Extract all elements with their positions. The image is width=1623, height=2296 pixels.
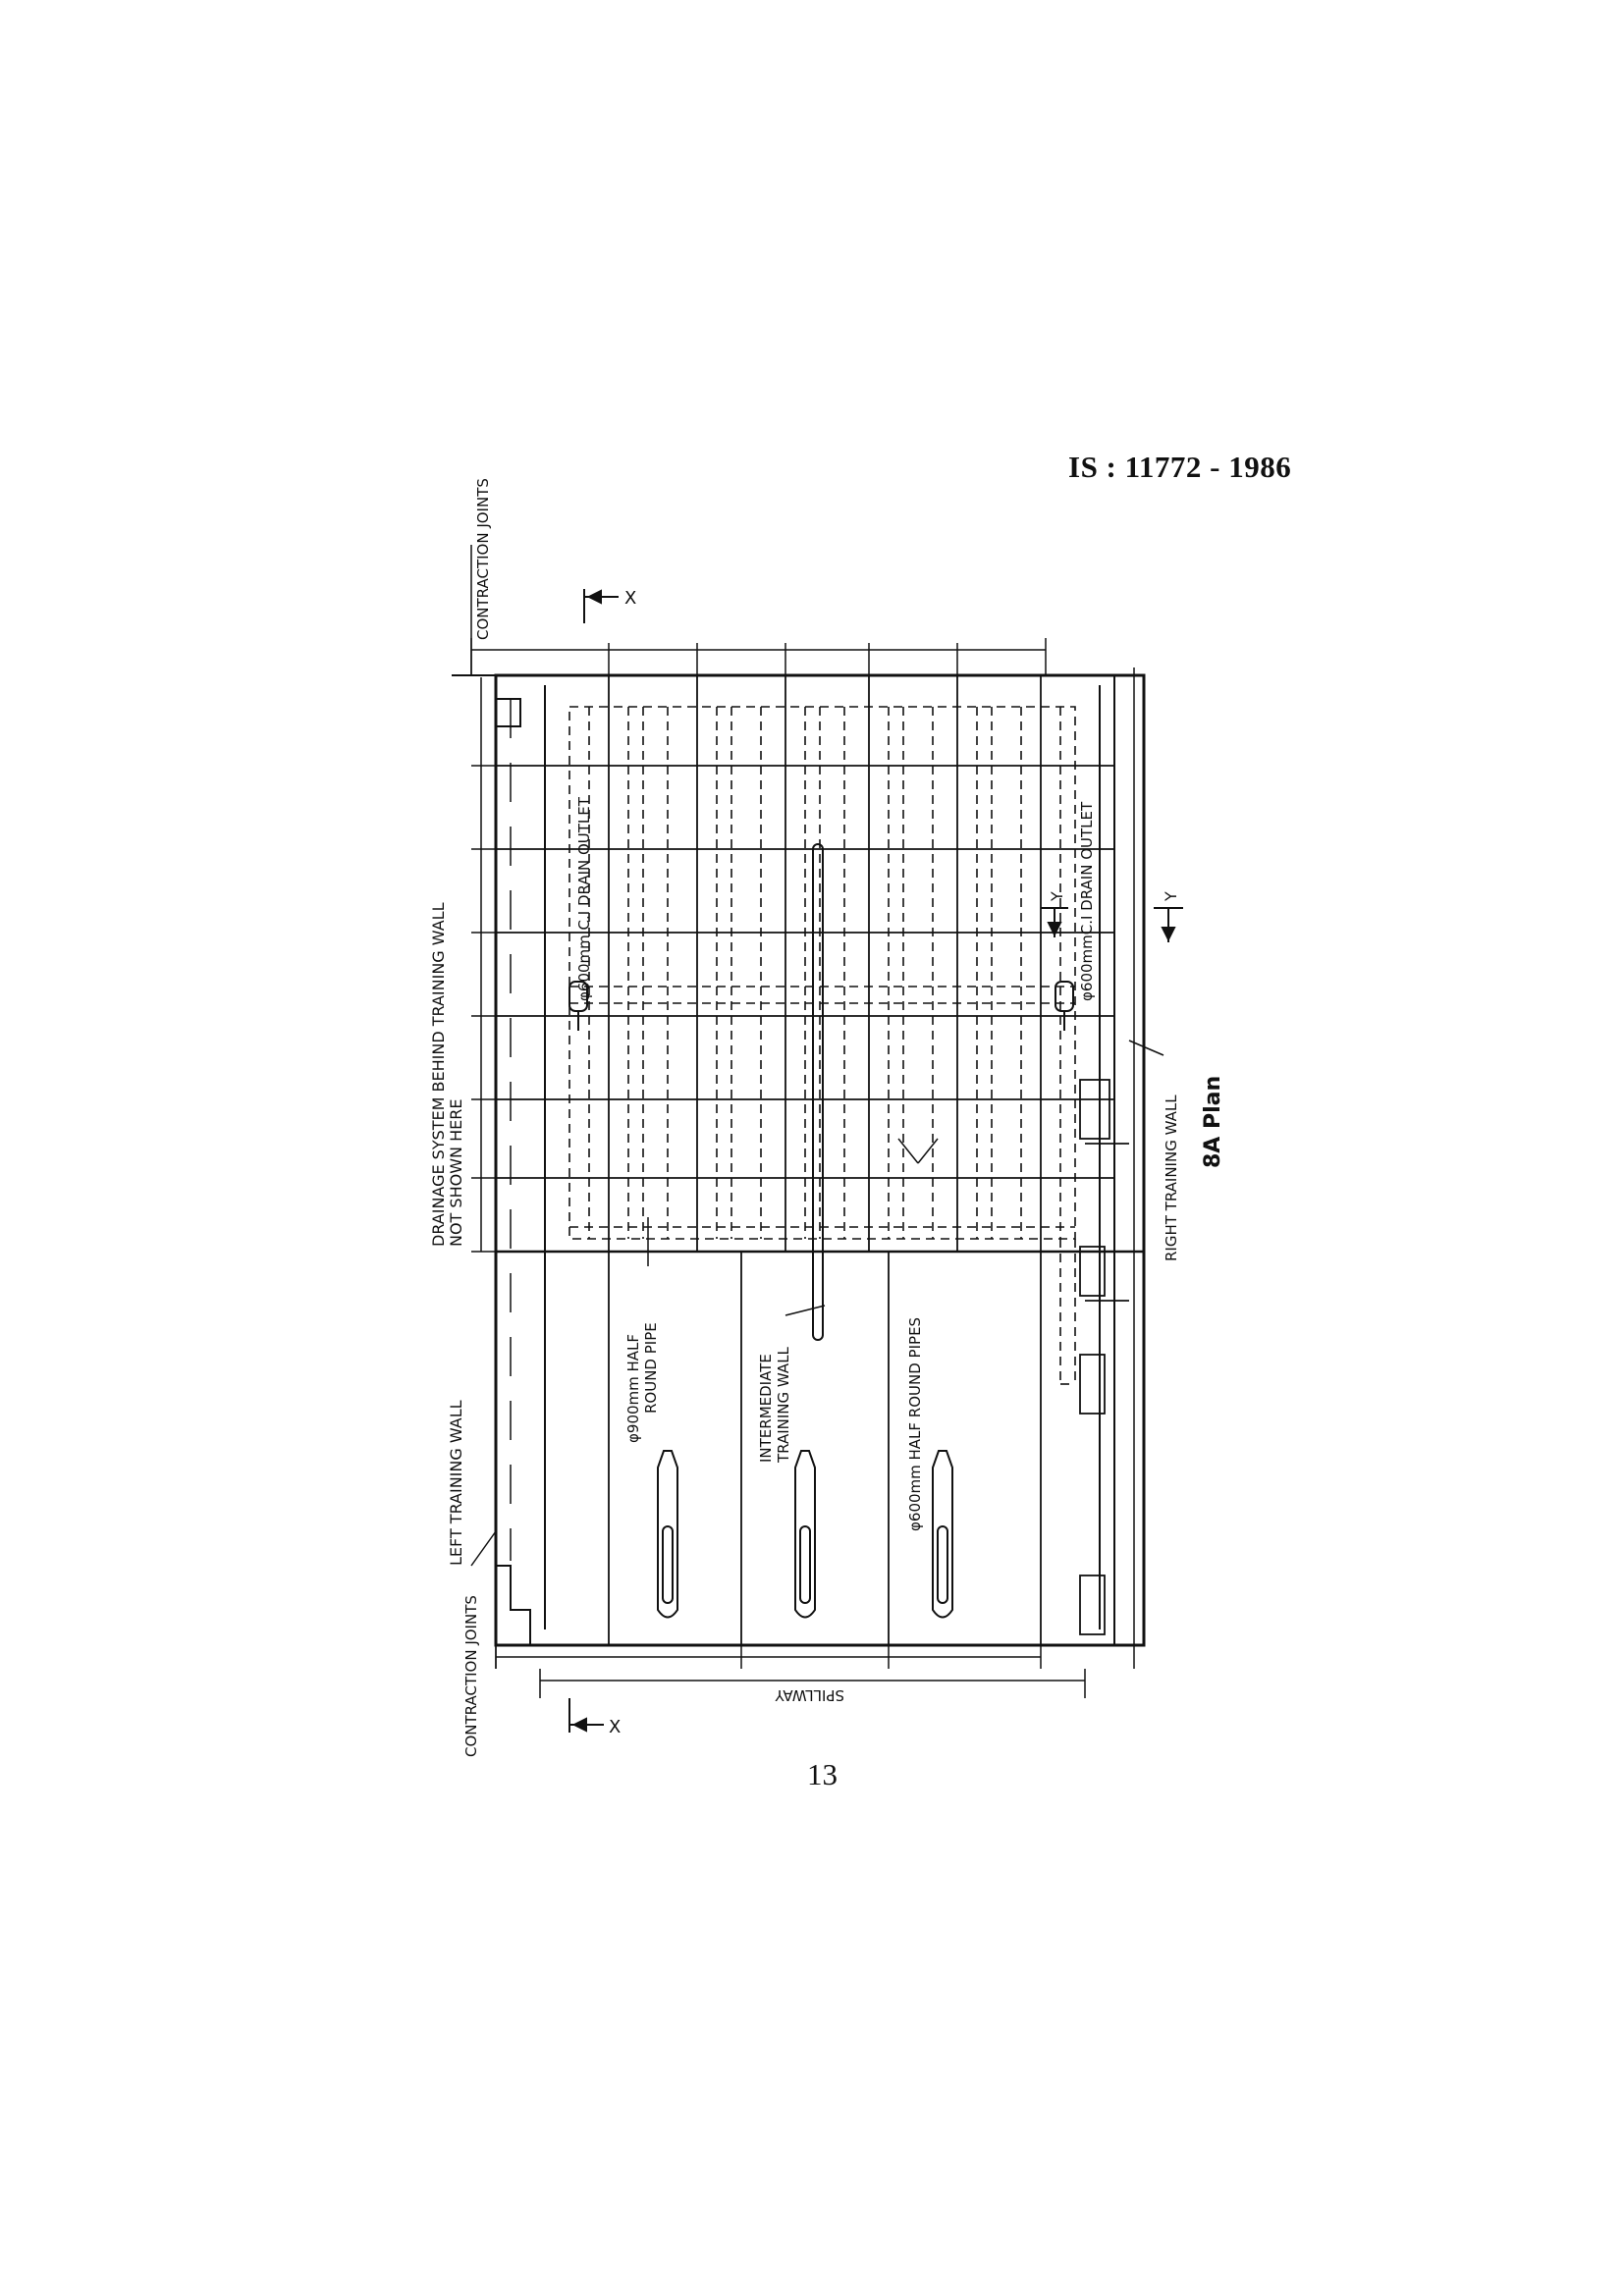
section-marker-y-right — [1154, 907, 1183, 942]
intermediate-training-wall — [812, 843, 824, 1341]
figure-caption: 8A Plan — [1201, 1076, 1225, 1168]
panel-joints-vertical — [608, 675, 1042, 1645]
left-training-wall — [452, 674, 531, 1645]
half-round-pipes — [657, 1450, 953, 1619]
label-intermediate-line2: TRAINING WALL — [775, 1346, 792, 1464]
dashed-drain-pipes — [568, 706, 1076, 1385]
label-contraction-joints-bottom: CONTRACTION JOINTS — [462, 1595, 480, 1757]
standard-number: IS : 11772 - 1986 — [1068, 450, 1292, 484]
label-spillway: SPILLWAY — [775, 1686, 844, 1704]
label-half-round-pipe-900-line1: φ900mm HALF — [624, 1334, 642, 1443]
label-half-round-pipes-600: φ600mm HALF ROUND PIPES — [906, 1317, 924, 1531]
drain-outlet-right — [1055, 981, 1074, 1031]
section-marker-x-top — [583, 589, 619, 623]
right-training-wall — [1079, 1079, 1129, 1635]
section-marker-x-bottom — [568, 1698, 604, 1733]
section-y-right-label: Y — [1162, 891, 1180, 902]
dimension-line-left — [471, 677, 496, 1253]
slab-outline — [494, 667, 1146, 1669]
dimension-line-bottom — [495, 1645, 1086, 1698]
section-marker-y-left — [1041, 907, 1068, 937]
label-left-training-wall: LEFT TRAINING WALL — [447, 1400, 465, 1566]
page-number: 13 — [807, 1757, 838, 1791]
dimension-line-top — [470, 638, 1047, 675]
section-y-left-label: Y — [1048, 891, 1066, 902]
section-x-top-label: X — [624, 588, 636, 609]
leader-lines — [470, 545, 1164, 1567]
label-half-round-pipe-900-line2: ROUND PIPE — [642, 1322, 660, 1414]
section-x-bottom-label: X — [609, 1717, 621, 1737]
label-contraction-joints-top: CONTRACTION JOINTS — [474, 478, 492, 640]
drain-outlet-left — [568, 981, 588, 1031]
label-drainage-note-line1: DRAINAGE SYSTEM BEHIND TRAINING WALL — [429, 902, 448, 1247]
label-drainage-note-line2: NOT SHOWN HERE — [447, 1099, 465, 1247]
label-intermediate-line1: INTERMEDIATE — [757, 1354, 775, 1463]
label-right-training-wall: RIGHT TRAINING WALL — [1163, 1095, 1180, 1261]
label-drain-outlet-left: φ600mm C.I DRAIN OUTLET — [575, 796, 593, 1001]
label-drain-outlet-right: φ600mmC.I DRAIN OUTLET — [1078, 801, 1096, 1001]
